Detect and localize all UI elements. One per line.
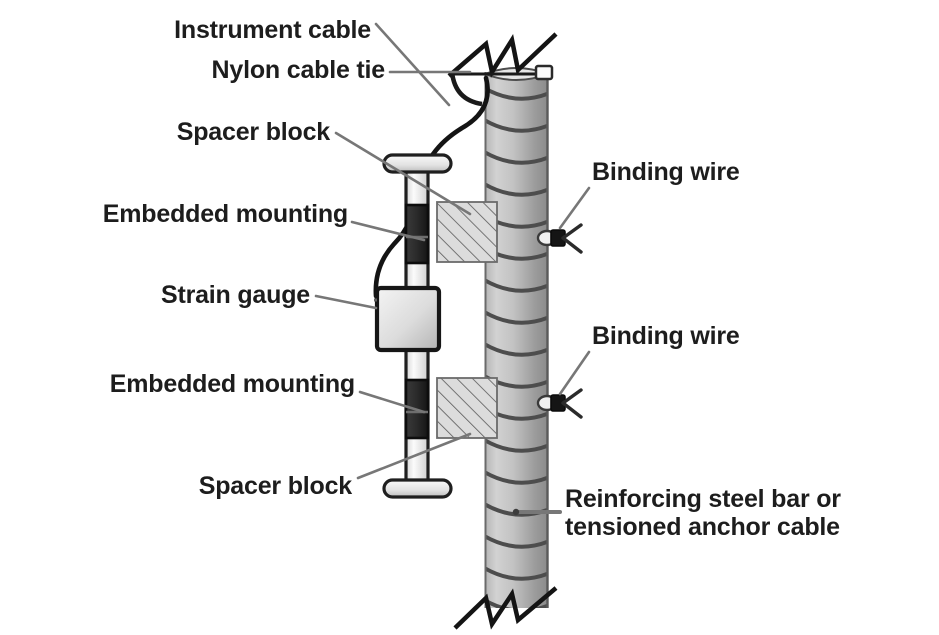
binding-wire-lower — [536, 388, 583, 419]
leader-strain-gauge — [314, 294, 378, 310]
cable-tie-buckle — [534, 64, 554, 81]
leader-spacer-block-top — [334, 131, 472, 216]
leader-binding-wire-top — [558, 186, 591, 230]
leader-binding-wire-bottom — [558, 350, 591, 396]
spacer-block-bottom — [436, 377, 498, 439]
leader-lines — [314, 22, 591, 516]
leader-spacer-block-bottom — [356, 432, 472, 480]
instrument-cable — [373, 75, 490, 299]
reinforcing-steel-bar — [484, 72, 549, 608]
rod-bottom-flange — [382, 478, 453, 499]
break-symbol-bottom — [453, 586, 558, 630]
label-spacer-block-top: Spacer block — [176, 118, 330, 146]
leader-embedded-mounting-bottom — [358, 390, 426, 414]
label-reinforcing-bar: Reinforcing steel bar or tensioned ancho… — [565, 485, 841, 541]
strain-gauge-body — [374, 285, 442, 353]
label-binding-wire-top: Binding wire — [592, 158, 740, 186]
break-symbol-top — [447, 32, 558, 78]
label-binding-wire-bottom: Binding wire — [592, 322, 740, 350]
label-strain-gauge: Strain gauge — [160, 281, 310, 309]
leader-embedded-mounting-top — [350, 220, 426, 242]
label-instrument-cable: Instrument cable — [174, 16, 371, 44]
nylon-cable-tie — [449, 64, 554, 107]
label-embedded-mounting-bottom: Embedded mounting — [109, 370, 355, 398]
leader-instrument-cable — [374, 22, 451, 107]
binding-wire-upper — [536, 223, 583, 254]
label-spacer-block-bottom: Spacer block — [198, 472, 352, 500]
embedded-mounting-upper — [404, 203, 430, 265]
label-embedded-mounting-top: Embedded mounting — [102, 200, 348, 228]
label-nylon-cable-tie: Nylon cable tie — [211, 56, 386, 84]
